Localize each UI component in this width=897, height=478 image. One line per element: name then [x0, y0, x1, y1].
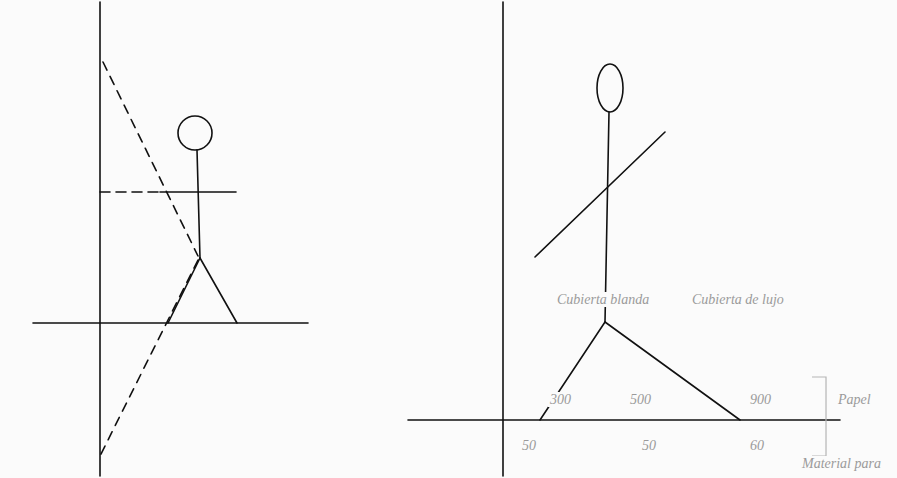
faint-label: 500: [628, 392, 653, 407]
faint-label: 60: [748, 438, 766, 453]
arm: [535, 132, 665, 257]
faint-label: 900: [748, 392, 773, 407]
leg: [200, 258, 237, 323]
faint-label: Cubierta blanda: [555, 292, 651, 307]
matrix-bracket: [812, 377, 826, 456]
faint-label: 50: [520, 438, 538, 453]
leg: [540, 322, 605, 420]
faint-label: 50: [640, 438, 658, 453]
head: [178, 116, 212, 150]
faint-label: 300: [548, 392, 573, 407]
arm-dashed: [100, 191, 160, 193]
arm: [160, 191, 236, 193]
body: [605, 112, 609, 322]
dashed-line: [103, 62, 198, 256]
ground-line: [33, 322, 308, 324]
faint-label: Cubierta de lujo: [690, 292, 786, 307]
faint-label: Material para: [800, 456, 883, 471]
leg: [605, 322, 740, 420]
head: [597, 64, 623, 112]
leg: [168, 258, 200, 323]
dashed-line: [100, 260, 198, 456]
vertical-axis: [99, 2, 101, 476]
faint-label: Papel: [836, 392, 873, 407]
body: [197, 150, 200, 258]
vertical-axis: [502, 2, 504, 476]
ground-line: [408, 419, 840, 421]
